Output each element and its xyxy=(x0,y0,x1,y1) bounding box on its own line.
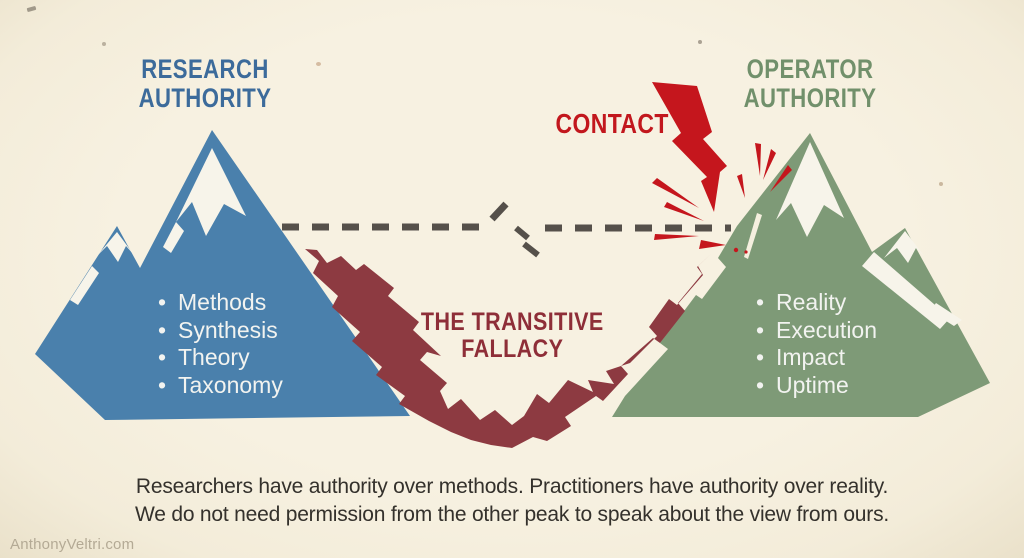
list-item-label: Uptime xyxy=(776,371,849,398)
operator-title-line2: AUTHORITY xyxy=(743,83,877,113)
list-item: • Methods xyxy=(158,289,283,317)
list-item-label: Synthesis xyxy=(178,316,278,343)
list-item-label: Execution xyxy=(776,316,878,343)
list-item-label: Reality xyxy=(776,289,847,315)
research-title-line2: AUTHORITY xyxy=(138,83,272,113)
list-item: • Reality xyxy=(756,289,877,317)
list-item-label: Methods xyxy=(178,289,267,315)
list-item: • Theory xyxy=(158,344,283,372)
operator-authority-title: OPERATOR AUTHORITY xyxy=(660,55,960,113)
snow-cap-icon xyxy=(70,148,246,305)
bullet-icon: • xyxy=(158,316,167,343)
paper-speck xyxy=(102,42,106,46)
list-item-label: Taxonomy xyxy=(178,371,283,398)
fallacy-line2: FALLACY xyxy=(460,335,564,363)
bullet-icon: • xyxy=(756,316,765,343)
slope-crack xyxy=(744,213,762,259)
bullet-icon: • xyxy=(756,371,765,398)
bullet-icon: • xyxy=(756,344,765,370)
research-authority-title: RESEARCH AUTHORITY xyxy=(55,55,355,113)
bullet-icon: • xyxy=(756,289,765,315)
bullet-icon: • xyxy=(158,344,167,370)
list-item: • Execution xyxy=(756,317,877,345)
research-title-line1: RESEARCH xyxy=(141,54,269,84)
list-item: • Synthesis xyxy=(158,317,283,345)
research-mountain xyxy=(35,130,410,420)
operator-items-list: • Reality • Execution • Impact • Uptime xyxy=(756,289,877,399)
list-item-label: Theory xyxy=(178,344,250,370)
snow-cap-icon xyxy=(776,142,962,329)
list-item: • Impact xyxy=(756,344,877,372)
bullet-icon: • xyxy=(158,371,167,398)
transitive-fallacy-chasm xyxy=(305,249,712,448)
paper-speck xyxy=(698,40,702,44)
research-items-list: • Methods • Synthesis • Theory • Taxonomy xyxy=(158,289,283,399)
list-item: • Uptime xyxy=(756,372,877,400)
caption-line2: We do not need permission from the other… xyxy=(134,503,890,526)
paper-speck xyxy=(939,182,943,186)
transitive-fallacy-label: THE TRANSITIVE FALLACY xyxy=(362,309,662,363)
broken-dashed-line-icon xyxy=(282,201,731,258)
watermark: AnthonyVeltri.com xyxy=(10,536,135,553)
caption-line1: Researchers have authority over methods.… xyxy=(135,475,889,498)
operator-title-line1: OPERATOR xyxy=(746,54,874,84)
lightning-bolt-icon xyxy=(652,82,727,212)
operator-mountain xyxy=(612,133,990,417)
paper-speck xyxy=(316,62,321,66)
list-item: • Taxonomy xyxy=(158,372,283,400)
contact-label: CONTACT xyxy=(555,108,669,139)
fallacy-line1: THE TRANSITIVE xyxy=(420,308,604,336)
list-item-label: Impact xyxy=(776,344,846,370)
caption: Researchers have authority over methods.… xyxy=(0,473,1024,529)
impact-burst-icon xyxy=(652,143,792,254)
bullet-icon: • xyxy=(158,289,167,315)
